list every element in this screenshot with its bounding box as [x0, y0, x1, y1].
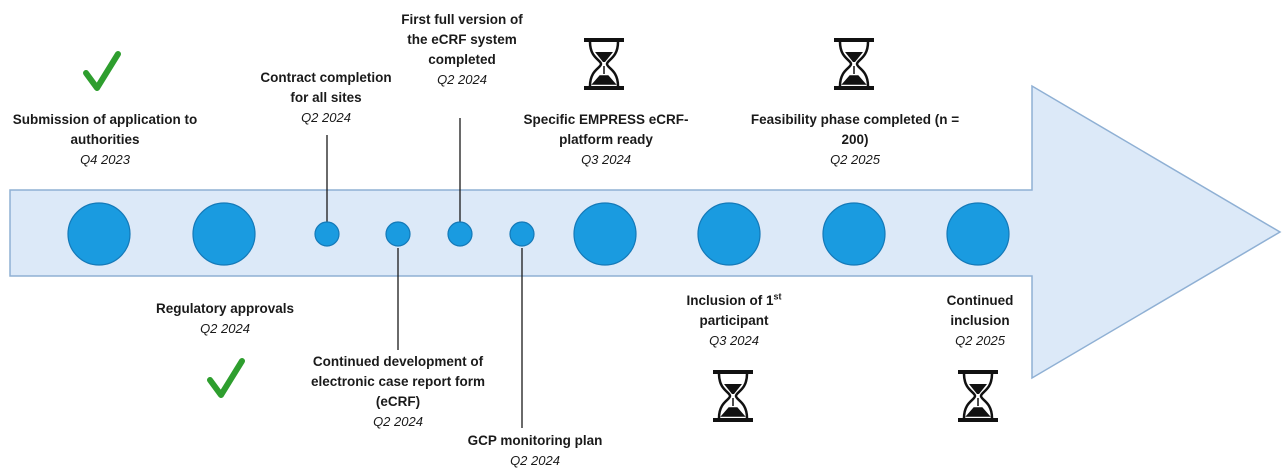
- node-continued-development: [385, 221, 411, 247]
- hourglass-icon: [958, 370, 998, 422]
- milestone-date: Q4 2023: [80, 152, 130, 167]
- hourglass-icon: [584, 38, 624, 90]
- milestone-title: Contract completion for all sites: [260, 70, 392, 105]
- milestone-title: Submission of application to authorities: [12, 112, 198, 147]
- node-feasibility: [822, 202, 886, 266]
- node-contract-completion: [314, 221, 340, 247]
- milestone-date: Q2 2024: [510, 453, 560, 468]
- check-icon: [207, 358, 245, 398]
- milestone-label-continued-development: Continued development of electronic case…: [292, 352, 504, 432]
- milestone-date: Q2 2025: [955, 333, 1005, 348]
- milestone-label-submission: Submission of application to authorities…: [0, 110, 210, 170]
- milestone-label-contract: Contract completion for all sites Q2 202…: [251, 68, 401, 128]
- milestone-label-continued-inclusion: Continued inclusion Q2 2025: [922, 291, 1038, 351]
- timeline-nodes: [67, 202, 1010, 266]
- milestone-title: Specific EMPRESS eCRF-platform ready: [523, 112, 689, 147]
- milestone-title: Continued development of electronic case…: [310, 354, 486, 409]
- milestone-date: Q2 2024: [437, 72, 487, 87]
- milestone-label-gcp: GCP monitoring plan Q2 2024: [440, 431, 630, 471]
- milestone-label-regulatory: Regulatory approvals Q2 2024: [130, 299, 320, 339]
- milestone-date: Q2 2024: [373, 414, 423, 429]
- milestone-label-first-full-version: First full version of the eCRF system co…: [392, 10, 532, 90]
- milestone-title-main: Inclusion of 1: [686, 293, 774, 308]
- hourglass-icon: [713, 370, 753, 422]
- milestone-label-empress-platform: Specific EMPRESS eCRF-platform ready Q3 …: [518, 110, 694, 170]
- hourglass-icon: [834, 38, 874, 90]
- node-gcp-monitoring: [509, 221, 535, 247]
- milestone-date: Q3 2024: [581, 152, 631, 167]
- node-continued-inclusion: [946, 202, 1010, 266]
- milestone-title: Inclusion of 1st participant: [656, 291, 812, 331]
- connector-lines: [326, 118, 523, 428]
- milestone-title-rest: participant: [699, 313, 769, 328]
- milestone-label-feasibility: Feasibility phase completed (n = 200) Q2…: [740, 110, 970, 170]
- milestone-date: Q2 2024: [200, 321, 250, 336]
- node-submission: [67, 202, 131, 266]
- node-first-full-version: [447, 221, 473, 247]
- timeline-arrow: [9, 84, 1282, 380]
- milestone-title: Feasibility phase completed (n = 200): [750, 112, 960, 147]
- check-icon: [83, 51, 121, 91]
- milestone-title: Continued inclusion: [946, 293, 1014, 328]
- milestone-title: Regulatory approvals: [155, 301, 295, 316]
- milestone-label-inclusion-first: Inclusion of 1st participant Q3 2024: [656, 291, 812, 351]
- milestone-title-sup: st: [773, 291, 782, 302]
- node-regulatory-approvals: [192, 202, 256, 266]
- milestone-title: GCP monitoring plan: [467, 433, 603, 448]
- node-inclusion-first: [697, 202, 761, 266]
- milestone-date: Q3 2024: [709, 333, 759, 348]
- milestone-date: Q2 2025: [830, 152, 880, 167]
- milestone-title: First full version of the eCRF system co…: [401, 12, 523, 67]
- node-empress-platform: [573, 202, 637, 266]
- milestone-date: Q2 2024: [301, 110, 351, 125]
